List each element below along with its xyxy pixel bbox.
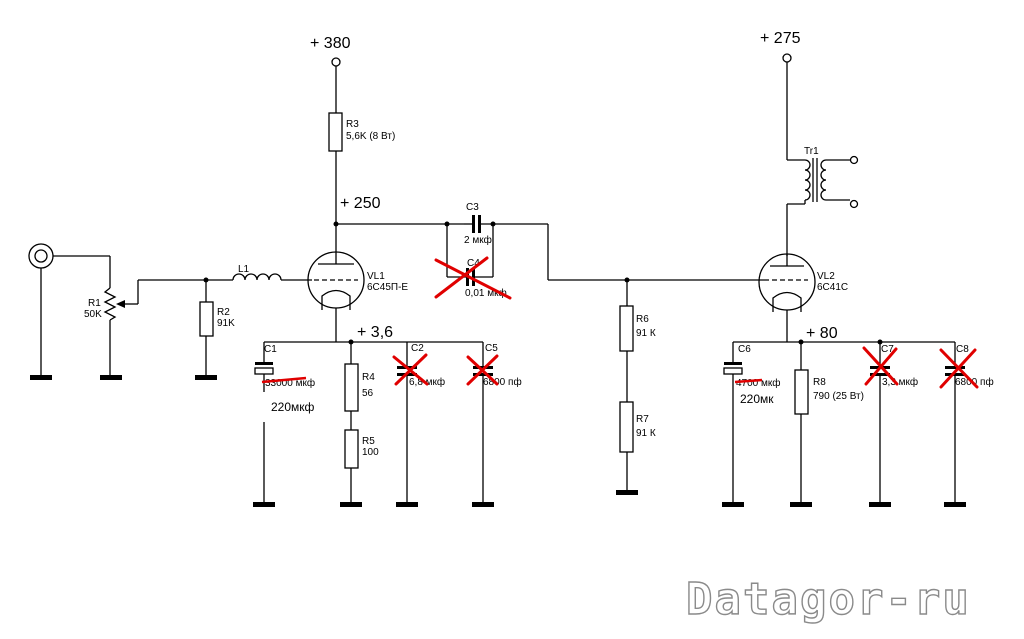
c5-ref: C5 [485,343,498,354]
resistor-r2: R2 91K [195,280,235,380]
c8-value: 6800 пф [955,376,994,388]
r5-value: 100 [362,447,379,458]
r1-ref: R1 [88,298,101,309]
c5-removed-mark [466,354,499,386]
r4-ref: R4 [362,372,375,383]
c7-ref: C7 [881,344,894,355]
r8-value: 790 (25 Вт) [813,391,864,402]
resistor-r1: R1 50K [84,256,139,380]
r2-value: 91K [217,318,235,329]
r7-ref: R7 [636,414,649,425]
c2-value: 6,8 мкф [409,376,445,388]
resistor-r7: R7 91 К [616,401,656,495]
c8-removed-mark [939,348,979,389]
resistor-r5: R5 100 [340,429,379,507]
c7-removed-mark [862,346,899,386]
vl1-value: 6С45П-Е [367,282,408,293]
transformer-tr1: Tr1 [787,146,859,209]
r3-value: 5,6K (8 Вт) [346,131,395,142]
vl2-value: 6С41С [817,282,848,293]
capacitor-c7: C7 3,3 мкф [862,342,918,507]
capacitor-c4: C4 0,01 мкф [434,224,512,300]
c8-ref: C8 [956,344,969,355]
rail-80-label: + 80 [806,325,838,342]
c1-ref: C1 [264,344,277,355]
tube-vl2: VL2 6С41С [758,253,848,342]
r7-value: 91 К [636,428,656,439]
resistor-r4: R4 56 [344,342,375,430]
rail-380-label: + 380 [310,35,351,52]
capacitor-c2: C2 6,8 мкф [392,342,445,507]
tube-vl1: VL1 6С45П-Е [307,250,408,342]
l1-ref: L1 [238,264,250,275]
r6-value: 91 К [636,328,656,339]
tr1-ref: Tr1 [804,146,819,157]
c6-replacement: 220мк [740,392,774,406]
c7-value: 3,3 мкф [882,376,918,388]
resistor-r6: R6 91 К [619,280,656,402]
inductor-l1: L1 [232,264,312,281]
c6-ref: C6 [738,344,751,355]
c2-ref: C2 [411,343,424,354]
resistor-r8: R8 790 (25 Вт) [790,342,864,507]
r2-ref: R2 [217,307,230,318]
capacitor-c5: C5 6800 пф [466,342,522,507]
capacitor-c3: C3 2 мкф [464,202,548,246]
c2-removed-mark [392,353,429,386]
c6-strike-mark [734,378,763,384]
rail-250-label: + 250 [340,195,381,212]
capacitor-c1: C1 33000 мкф 220мкф [253,342,329,507]
r5-ref: R5 [362,436,375,447]
vl2-ref: VL2 [817,271,835,282]
watermark-text: Datagor-ru [686,574,971,625]
c1-replacement: 220мкф [271,400,315,414]
note-box [263,392,329,422]
c4-ref: C4 [467,258,480,269]
c6-value: 4700 мкф [736,377,781,389]
r8-ref: R8 [813,377,826,388]
r3-ref: R3 [346,119,359,130]
rail-275: + 275 [760,30,801,160]
c4-removed-mark [434,256,512,300]
vl1-ref: VL1 [367,271,385,282]
rail-36-label: + 3,6 [357,324,393,341]
r4-value: 56 [362,388,374,399]
rail-380: + 380 [310,35,351,113]
r6-ref: R6 [636,314,649,325]
c3-value: 2 мкф [464,234,492,246]
c1-strike-mark [261,376,307,384]
capacitor-c6: C6 4700 мкф 220мк [722,342,781,507]
c3-ref: C3 [466,202,479,213]
capacitor-c8: C8 6800 пф [939,342,994,507]
rail-275-label: + 275 [760,30,801,47]
resistor-r3: R3 5,6K (8 Вт) [328,112,395,250]
input-jack [28,243,110,380]
r1-value: 50K [84,309,102,320]
